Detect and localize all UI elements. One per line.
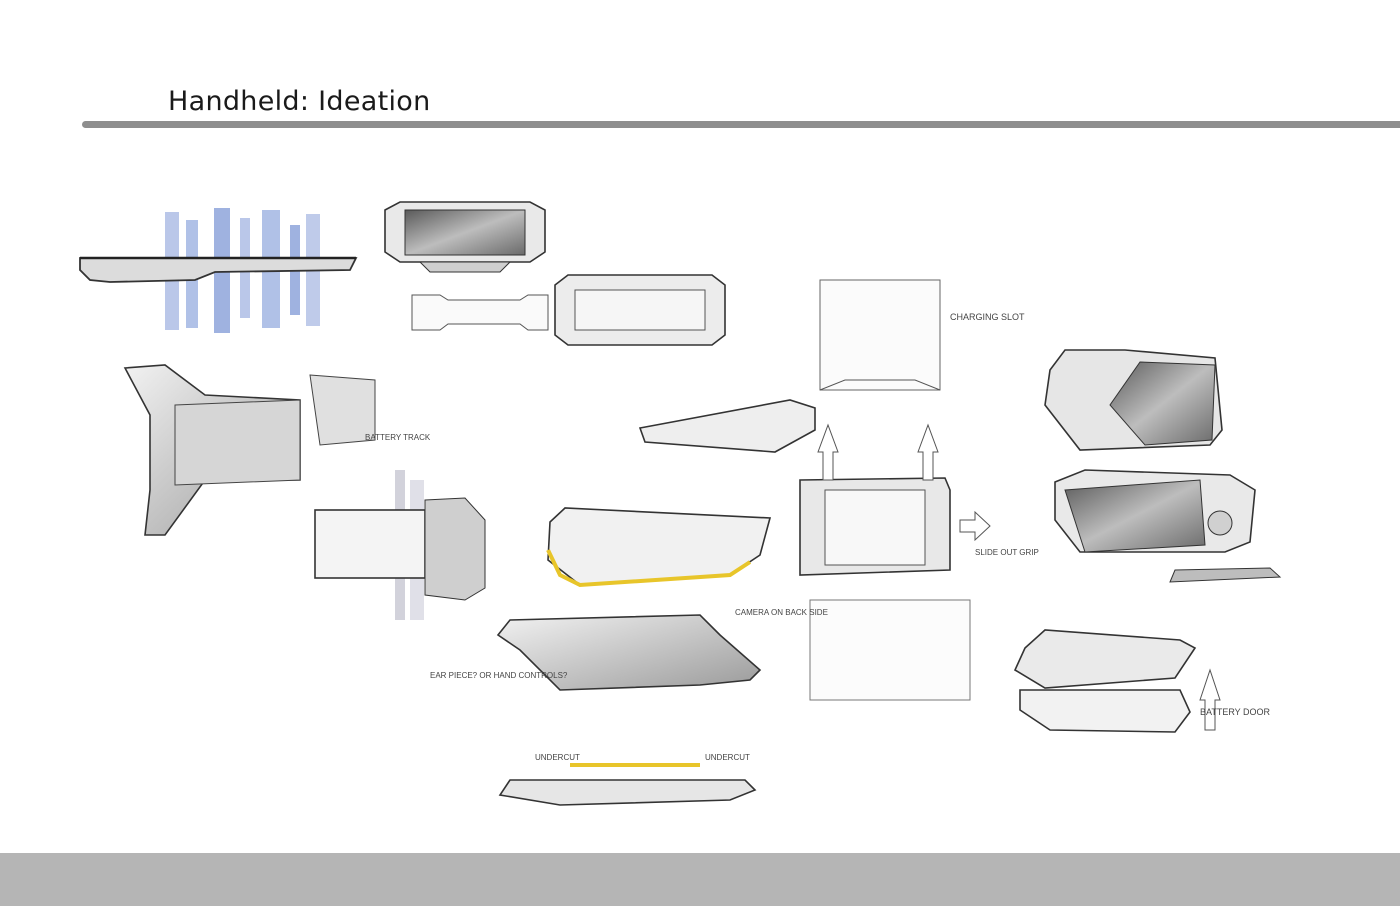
sketch-asymmetric-body	[496, 614, 762, 806]
sketch-flat-devices	[638, 279, 941, 453]
annotation-slide-out: SLIDE OUT GRIP	[975, 548, 1039, 557]
annotation-ear-pieces: EAR PIECE? OR HAND CONTROLS?	[430, 671, 568, 680]
ideation-sketches: CHARGING SLOT BATTERY DOOR UNDERCUT UNDE…	[79, 201, 1282, 806]
sketch-center-frame	[799, 423, 991, 701]
annotation-battery-door: BATTERY DOOR	[1200, 707, 1271, 717]
annotation-undercut-right: UNDERCUT	[705, 753, 750, 762]
annotation-battery-track: BATTERY TRACK	[365, 433, 431, 442]
sketch-battery-views	[1013, 629, 1221, 733]
sketch-profile-blue	[79, 208, 358, 333]
annotation-charging: CHARGING SLOT	[950, 312, 1025, 322]
sketch-cross-form	[314, 470, 486, 620]
sketch-yellow-tray	[546, 507, 772, 588]
annotation-undercut-left: UNDERCUT	[535, 753, 580, 762]
page-title: Handheld: Ideation	[168, 86, 431, 117]
annotation-camera: CAMERA ON BACK SIDE	[735, 608, 828, 617]
sketch-handheld-front	[384, 201, 726, 346]
title-divider	[82, 121, 1400, 128]
sketch-right-devices	[1044, 349, 1282, 583]
sketch-y-grip	[123, 364, 376, 536]
footer-bar	[0, 853, 1400, 906]
